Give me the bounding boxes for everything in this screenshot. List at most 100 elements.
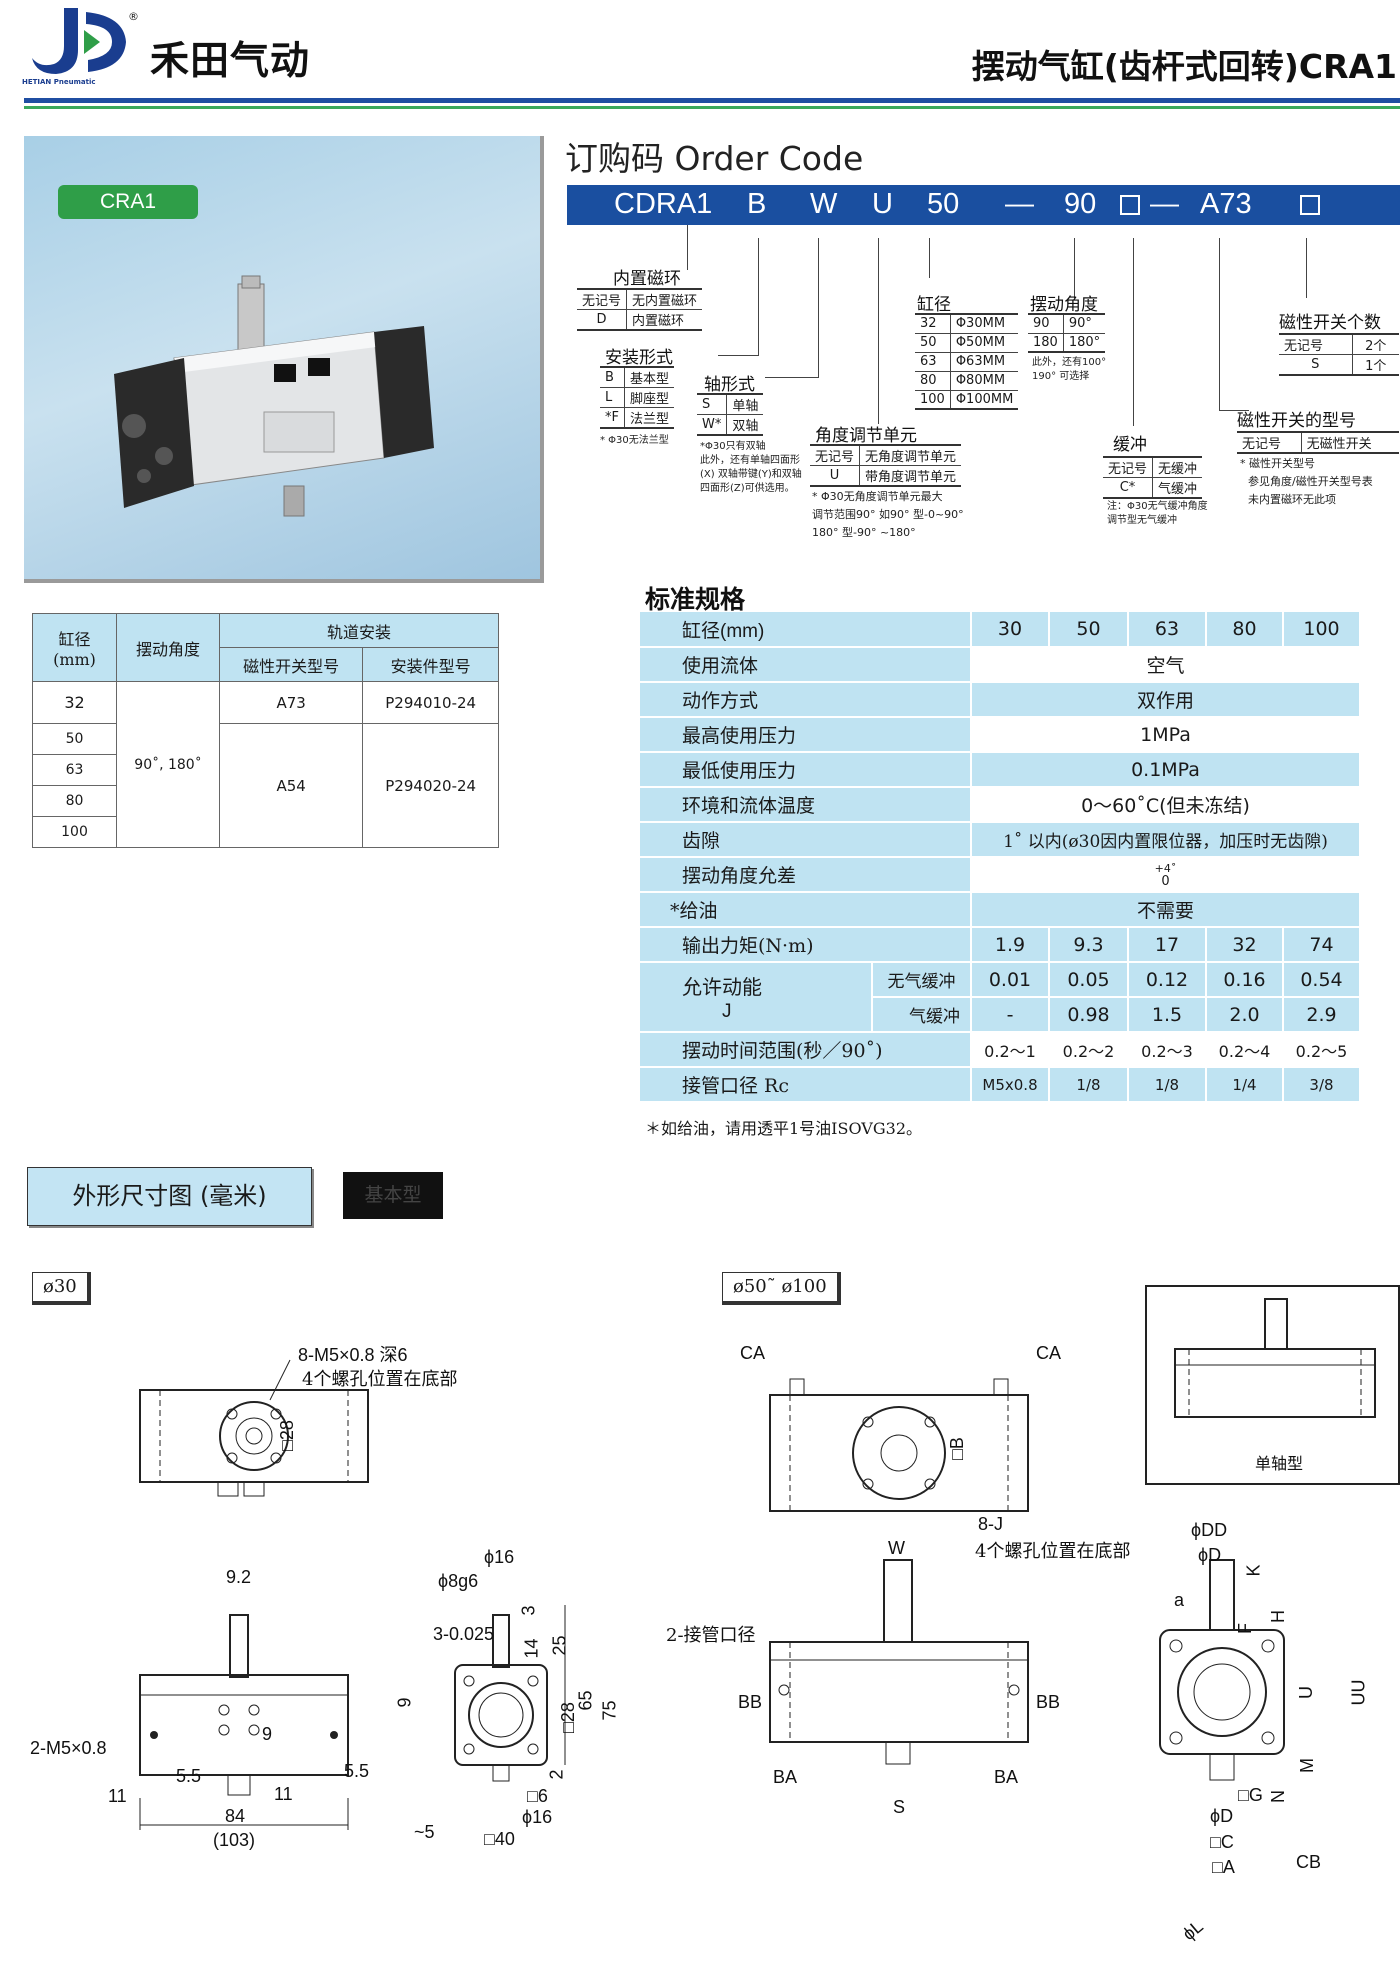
- dim-phi8: ϕ8g6: [438, 1571, 479, 1591]
- single-shaft-inset: 单轴型: [1145, 1285, 1400, 1485]
- adjust-desc: 带角度调节单元: [859, 465, 962, 487]
- dim-phi-dd: ϕDD: [1191, 1520, 1228, 1540]
- track-bore-cell: 100: [32, 816, 117, 848]
- bore-code: 80: [915, 371, 951, 391]
- track-bore-cell: 80: [32, 785, 117, 817]
- mount-desc: 脚座型: [623, 387, 674, 408]
- basic-type-tab: 基本型: [343, 1172, 443, 1219]
- dim-75: 75: [599, 1700, 620, 1721]
- dim-sq-c: □C: [1210, 1832, 1234, 1852]
- bore-code: 63: [915, 352, 951, 372]
- angle-note-2: 190° 可选择: [1032, 371, 1090, 382]
- dim-phi-l: ϕL: [1178, 1915, 1207, 1945]
- order-code-title: 订购码 Order Code: [565, 139, 864, 178]
- spec-title: 标准规格: [645, 585, 746, 614]
- dim-n: N: [1268, 1790, 1288, 1803]
- page-title: 摆动气缸(齿杆式回转)CRA1: [971, 47, 1397, 86]
- dim-k: K: [1243, 1564, 1264, 1577]
- leader-mount: [758, 238, 759, 356]
- dim-84: 84: [225, 1806, 246, 1826]
- spec-port-cell: 1/8: [1128, 1067, 1207, 1103]
- cushion-title: 缓冲: [1113, 435, 1147, 455]
- spec-port-cell: M5x0.8: [971, 1067, 1050, 1103]
- dim-w: W: [888, 1538, 905, 1558]
- drawing-50-top-view: [769, 1378, 1029, 1512]
- leader-angle: [1074, 238, 1075, 298]
- spec-port-label: 接管口径 Rc: [640, 1067, 972, 1103]
- code-switch: A73: [1200, 188, 1252, 220]
- spec-table: 缸径(mm) 30 50 63 80 100 使用流体 空气 动作方式 双作用 …: [640, 612, 1361, 1103]
- spec-air-cushion-cell: -: [971, 997, 1050, 1033]
- magnet-title: 内置磁环: [613, 269, 681, 289]
- header-rule-blue: [24, 98, 1400, 103]
- code-cushion-box: [1120, 195, 1140, 215]
- shaft-note-4: 四面形(Z)可供选用。: [700, 483, 795, 494]
- drawing-50-side-view: [1159, 1559, 1285, 1781]
- shaft-desc: 单轴: [726, 393, 764, 415]
- bore-desc: Φ80MM: [949, 371, 1019, 391]
- track-header-bore: 缸径(mm): [32, 613, 117, 682]
- bore-code: 50: [915, 333, 951, 353]
- drawing-50-front-view: [769, 1559, 1029, 1765]
- switch-type-title: 磁性开关的型号: [1237, 411, 1356, 431]
- track-header-switch: 磁性开关型号: [218, 647, 364, 682]
- spec-bore-cell: 100: [1283, 612, 1361, 648]
- leader-switch-h: [1219, 410, 1249, 411]
- spec-time-cell: 0.2～2: [1049, 1032, 1129, 1068]
- switch-count-code: S: [1279, 354, 1353, 376]
- brand-name: 禾田气动: [150, 39, 311, 84]
- switch-type-desc: 无磁性开关: [1300, 431, 1399, 454]
- dim-5: ~5: [414, 1822, 435, 1842]
- angle-title: 摆动角度: [1030, 295, 1098, 315]
- spec-temp-value: 0～60˚C(但未冻结): [971, 787, 1361, 823]
- switch-count-code: 无记号: [1279, 333, 1353, 355]
- bore-code: 32: [915, 313, 951, 334]
- shaft-note-3: (X) 双轴带键(Y)和双轴: [700, 469, 802, 480]
- dim-a: a: [1174, 1590, 1185, 1610]
- switch-count-desc: 2个: [1351, 333, 1399, 355]
- track-part-cell: P294010-24: [362, 681, 499, 724]
- mount-desc: 法兰型: [623, 407, 674, 429]
- dim-ba-right: BA: [994, 1767, 1019, 1787]
- code-adjust: U: [872, 188, 893, 220]
- dim-phi-d: ϕD: [1198, 1545, 1222, 1565]
- leader-shaft-h: [765, 377, 818, 378]
- dim-84-line: [139, 1798, 349, 1830]
- dim-phi16-bottom: ϕ16: [522, 1807, 553, 1827]
- shaft-note-2: 此外，还有单轴四面形: [700, 455, 800, 466]
- single-shaft-label: 单轴型: [1255, 1454, 1304, 1473]
- code-dash-2: —: [1150, 188, 1179, 220]
- switch-type-table: 无记号无磁性开关: [1237, 431, 1399, 454]
- adjust-code: 无记号: [810, 444, 860, 466]
- spec-port-cell: 1/8: [1049, 1067, 1129, 1103]
- spec-time-label: 摆动时间范围(秒／90˚): [640, 1032, 972, 1068]
- spec-torque-cell: 32: [1206, 927, 1284, 963]
- spec-fluid-label: 使用流体: [640, 647, 972, 683]
- spec-energy-title: 允许动能: [682, 975, 762, 999]
- angle-note-1: 此外，还有100°: [1032, 357, 1107, 368]
- track-bore-cell: 50: [32, 723, 117, 755]
- switch-type-note-1: * 磁性开关型号: [1240, 457, 1315, 470]
- dim-thread: 8-M5×0.8 深6: [298, 1345, 408, 1365]
- mount-desc: 基本型: [623, 366, 674, 388]
- leader-adjust: [878, 238, 879, 424]
- angle-code: 180: [1028, 333, 1064, 353]
- dim-f: F: [1235, 1623, 1255, 1634]
- switch-count-title: 磁性开关个数: [1279, 313, 1381, 333]
- dim-25: 25: [549, 1635, 570, 1656]
- spec-pmin-value: 0.1MPa: [971, 752, 1361, 788]
- dim-5-5-left: 5.5: [176, 1766, 202, 1786]
- cushion-note-2: 调节型无气缓冲: [1107, 515, 1177, 526]
- spec-port-cell: 3/8: [1283, 1067, 1361, 1103]
- spec-no-cushion-cell: 0.05: [1049, 962, 1129, 998]
- code-shaft: W: [810, 188, 838, 220]
- shaft-code: S: [697, 393, 727, 415]
- spec-oil-label: *给油: [640, 892, 972, 928]
- model-badge: CRA1: [58, 185, 198, 219]
- dim-9-side: 9: [394, 1697, 415, 1708]
- size-tag-50-100: ø50˜ ø100: [722, 1272, 841, 1305]
- dim-8j-note: 4个螺孔位置在底部: [975, 1541, 1131, 1562]
- switch-type-note-2: 参见角度/磁性开关型号表: [1248, 475, 1373, 488]
